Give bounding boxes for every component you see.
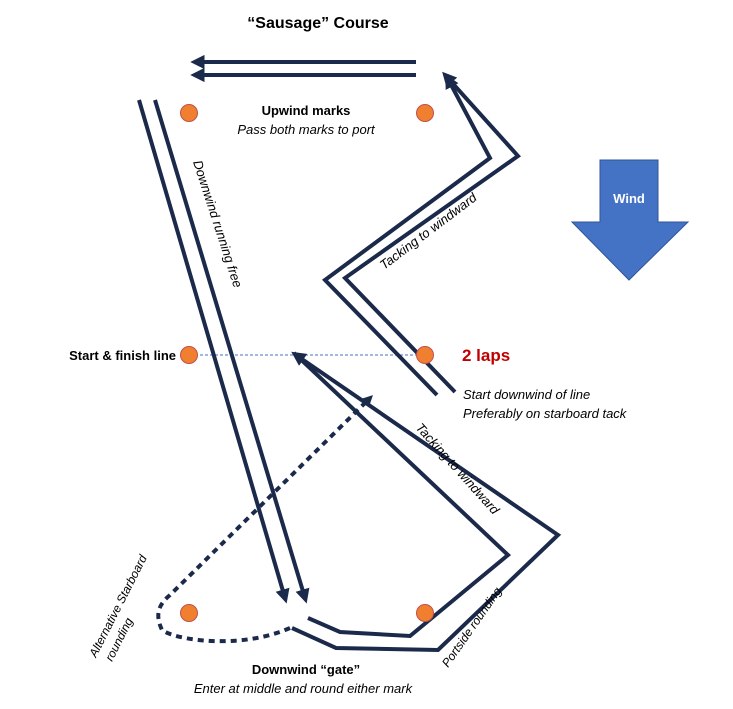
downwind-run-arrows [137,99,310,604]
upper-tacking-arrows [321,71,521,397]
upwind-marks-note: Pass both marks to port [237,122,376,137]
tacking-lower-label: Tacking to windward [413,420,503,518]
top-left-arrows [190,54,416,83]
laps-label: 2 laps [462,346,510,365]
lower-tacking-arrows [291,351,562,653]
wind-label: Wind [613,191,645,206]
course-marks [180,104,434,622]
start-note-2: Preferably on starboard tack [463,406,628,421]
upwind-marks-label: Upwind marks [262,103,351,118]
gate-mark-right [416,604,434,622]
page-title: “Sausage” Course [247,15,388,32]
gate-label: Downwind “gate” [252,662,360,677]
start-finish-label: Start & finish line [69,348,176,363]
gate-note: Enter at middle and round either mark [194,681,414,696]
portside-rounding-label: Portside rounding [439,584,505,669]
upwind-mark-right [416,104,434,122]
upwind-mark-left [180,104,198,122]
start-note-1: Start downwind of line [463,387,590,402]
start-mark-right [416,346,434,364]
wind-arrow [570,159,690,281]
downwind-running-label: Downwind running free [190,158,245,289]
start-mark-left [180,346,198,364]
alternative-rounding-dotted [156,395,373,644]
gate-mark-left [180,604,198,622]
